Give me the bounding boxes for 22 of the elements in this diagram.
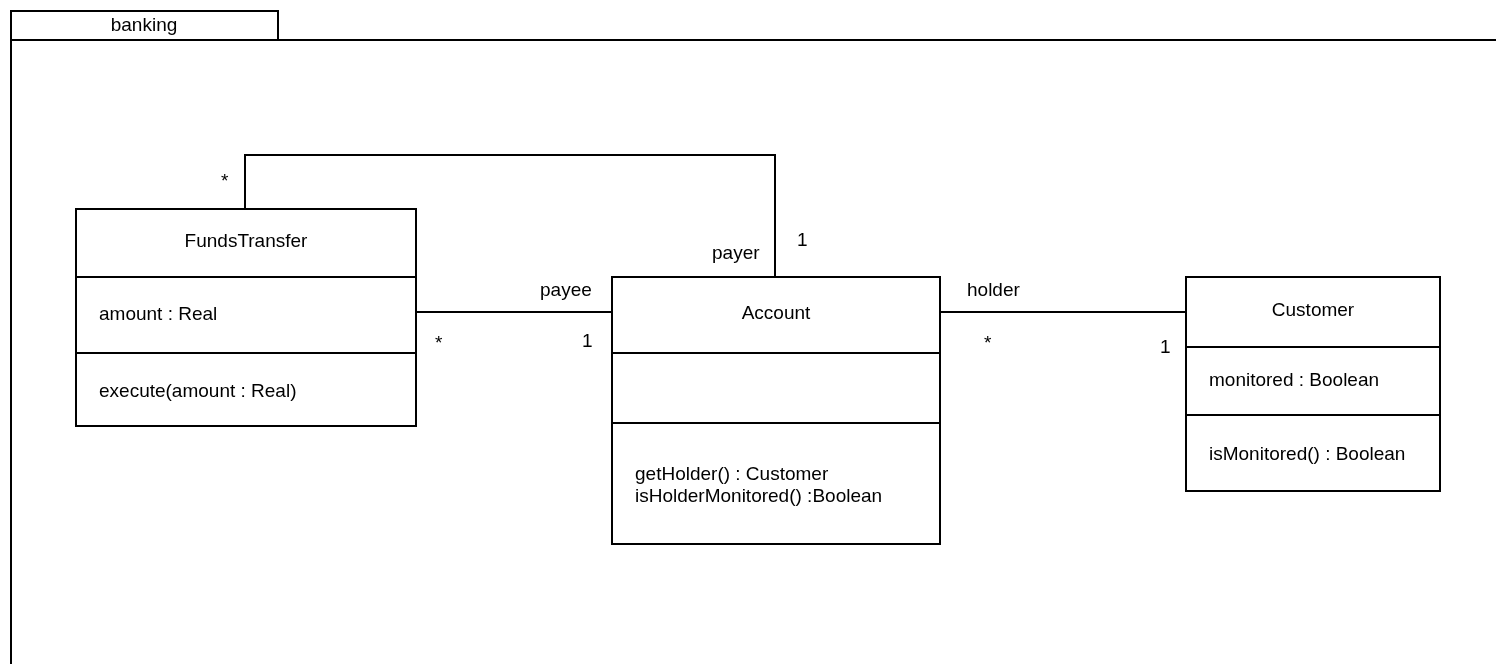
operation-text: isHolderMonitored() :Boolean (635, 484, 883, 507)
association-line (940, 311, 1186, 313)
multiplicity-label: * (435, 332, 443, 354)
class-box (611, 276, 941, 545)
multiplicity-label: * (984, 332, 992, 354)
class-name: FundsTransfer (183, 230, 309, 252)
operation-text: execute(amount : Real) (99, 379, 297, 402)
attribute-text: monitored : Boolean (1209, 369, 1380, 391)
operation-text: isMonitored() : Boolean (1209, 443, 1406, 465)
operation-text: getHolder() : Customer (635, 462, 829, 485)
multiplicity-label: 1 (582, 330, 593, 352)
class-box (1185, 276, 1441, 492)
class-box (75, 208, 417, 427)
class-name: Account (740, 302, 812, 324)
attribute-text: amount : Real (99, 303, 218, 325)
association-line (416, 311, 612, 313)
package-name: banking (109, 14, 179, 36)
multiplicity-label: 1 (1160, 336, 1171, 358)
class-name: Customer (1270, 299, 1356, 321)
multiplicity-label: * (221, 170, 229, 192)
association-line (244, 154, 776, 277)
multiplicity-label: 1 (797, 229, 808, 251)
